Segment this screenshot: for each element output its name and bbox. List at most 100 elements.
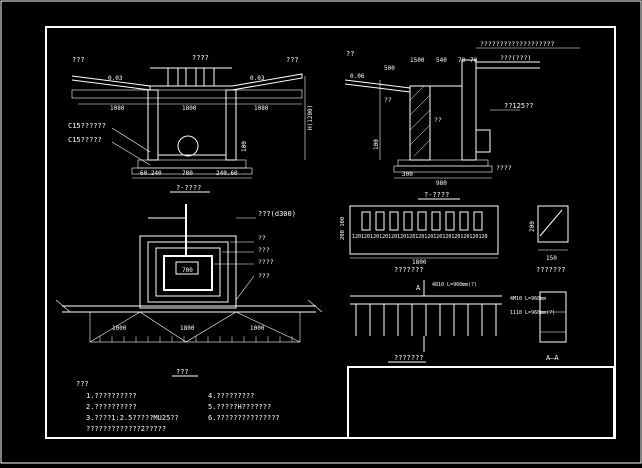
v2-label-left: ?? [346, 50, 354, 58]
v4-dim-11: 120 [451, 234, 460, 240]
v1-label-top-left: ??? [72, 56, 85, 64]
v3-dim-inner: 700 [182, 267, 193, 274]
v2-label-top: ??????????????????? [480, 40, 554, 48]
v6-mark-a: A [416, 284, 421, 292]
grate-bar-2 [185, 67, 197, 87]
v1-base-dim-3: 240.60 [216, 170, 238, 177]
leader-layer1 [111, 127, 151, 153]
view-plan: ???(d300) ?? ??? ???? ??? 700 1000 1800 … [55, 204, 323, 377]
v1-base-dim-2: 700 [182, 170, 193, 177]
v4-caption: ??????? [394, 266, 424, 274]
v2-dim-top-2: 540 [436, 57, 447, 64]
inner-frame [45, 26, 616, 439]
note-item-1: 1.?????????? [86, 392, 137, 400]
v3-dim-1: 1000 [112, 325, 127, 332]
v4-dim-7: 120 [415, 234, 424, 240]
leader-layer2 [111, 141, 151, 166]
v2-dim-top-4: 70 [470, 57, 478, 64]
v6-note3: 1110 L=960mm(?) [510, 310, 555, 316]
v4-dim-2: 120 [370, 234, 379, 240]
view-grate-elevation: 200 100 12012012012012012012012012012012… [340, 205, 499, 274]
v1-label-top-right: ??? [286, 56, 299, 64]
v2-wall-hatch [409, 85, 431, 157]
plan-mark-right [307, 299, 323, 313]
note-item-3: 3.????1:2.5?????MU25?? [86, 414, 179, 422]
v2-road-slope-2 [344, 83, 411, 93]
v5-dim-bottom: 150 [546, 255, 557, 262]
v1-slope-left: 0.03 [108, 75, 123, 82]
v2-dim-500: 500 [384, 65, 395, 72]
v2-base-1 [397, 159, 489, 167]
v2-label-hollow: ?? [434, 116, 442, 124]
v3-dim-3: 1000 [250, 325, 265, 332]
v1-slope-right: 0.03 [250, 75, 265, 82]
v2-caption: ?-???? [424, 191, 449, 199]
road-slope-left [71, 75, 151, 91]
grate-slots [361, 211, 483, 231]
plan-mid [147, 241, 229, 303]
v4-dim-10: 120 [442, 234, 451, 240]
note-item-4: 4.????????? [208, 392, 254, 400]
v2-base-2 [393, 165, 493, 173]
plan-grate [163, 255, 213, 291]
note-item-5: 5.?????H??????? [208, 403, 271, 411]
v3-label-pipe: ???(d300) [258, 210, 296, 218]
small-section-diag [539, 209, 563, 237]
v3-dim-2: 1800 [180, 325, 195, 332]
v4-dim-12: 120 [460, 234, 469, 240]
notes-block: ??? 1.?????????? 2.?????????? 3.????1:2.… [76, 380, 280, 433]
v2-pipe [475, 129, 491, 153]
v4-dim-9: 120 [433, 234, 442, 240]
notes-heading: ??? [76, 380, 89, 388]
pavement-layer [71, 89, 303, 99]
v4-dim-5: 120 [397, 234, 406, 240]
plan-grate-inner [175, 261, 199, 275]
v4-dim-14: 120 [478, 234, 487, 240]
rebar-legs [355, 304, 497, 336]
v3-label-right-2: ??? [258, 246, 270, 254]
v2-road-slope [344, 79, 411, 89]
view-side-section: ?? ??????????????????? 1500 540 70 70 0.… [344, 40, 580, 200]
v2-dim-bottom-2: 980 [436, 180, 447, 187]
base-layer-1 [137, 159, 247, 169]
v3-caption: ??? [176, 368, 189, 376]
v2-slope: 0.06 [350, 73, 365, 80]
v2-label-mid-left: ?? [384, 96, 392, 104]
v6-section-label: A—A [546, 354, 559, 362]
view-small-section: 200 150 ??????? [529, 205, 569, 274]
view-rebar: A 4810 L=960mm(?) 4M10 L=960mm 1110 L=96… [350, 280, 567, 363]
v1-label-top-mid: ???? [192, 54, 209, 62]
plan-road-diag [89, 311, 301, 343]
v1-layer2: C15????? [68, 136, 102, 144]
leader-4 [235, 275, 255, 301]
v4-dim-0: 120 [352, 234, 361, 240]
plan-outer [139, 235, 237, 309]
pit-wall-left [147, 89, 159, 161]
v6-caption: ??????? [394, 354, 424, 362]
v4-dim-4: 120 [388, 234, 397, 240]
v4-total: 1800 [412, 259, 427, 266]
plan-road [89, 311, 301, 343]
view-cross-section-left: ??? ???? ??? 0.03 0.03 1080 1800 1080 H(… [68, 54, 314, 193]
v2-dim-top-1: 1500 [410, 57, 425, 64]
pit-wall-right [225, 89, 237, 161]
grate-bar-1 [167, 67, 179, 87]
road-slope-right [231, 73, 303, 91]
v5-dim-side: 200 [529, 221, 536, 232]
pipe-circle [177, 135, 199, 157]
v2-dim-top-3: 70 [458, 57, 466, 64]
plan-mark-left [55, 299, 71, 313]
v6-note2: 4M10 L=960mm [510, 296, 546, 302]
v2-label-bottom-right: ???? [496, 164, 512, 172]
v2-dim-left-text: 100 [373, 139, 380, 150]
v1-dim-1: 1080 [110, 105, 125, 112]
small-section-box [537, 205, 569, 243]
v1-caption: ?-???? [176, 184, 201, 192]
v1-vertical-dim: H(1200) [307, 105, 314, 130]
v1-dim-small: 100 [241, 141, 248, 152]
note-item-2: 2.?????????? [86, 403, 137, 411]
v4-dim-3: 120 [379, 234, 388, 240]
v3-label-right-3: ???? [258, 258, 274, 266]
